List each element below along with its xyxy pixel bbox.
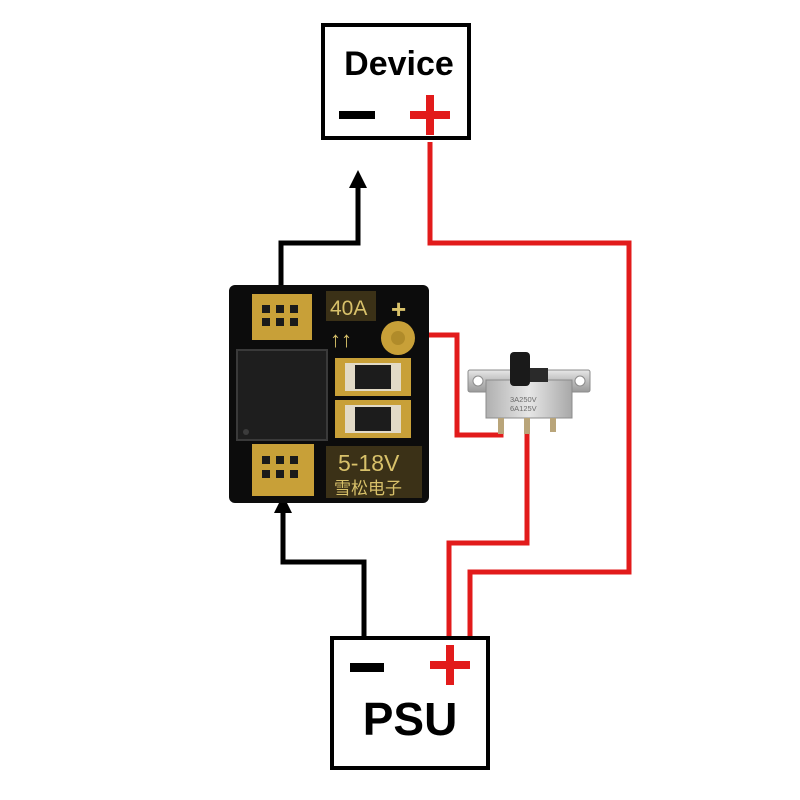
smd-component [335,400,411,438]
psu-box: PSU [330,636,490,770]
voltage-range: 5-18V [338,450,400,476]
positive-wire-device-to-psu [427,142,632,642]
negative-wire-psu-to-board [280,510,367,642]
negative-wires [278,185,367,642]
switch-rating-1: 3A250V [510,395,537,404]
switch-actuator [510,352,530,386]
top-pad [252,294,312,340]
pcb-plus-mark: + [391,294,406,324]
plus-icon [430,645,470,685]
plus-icon [410,95,450,135]
device-box: Device [321,23,471,140]
minus-icon [350,663,384,672]
current-rating: 40A [330,297,367,320]
arrow-up-icon [274,495,292,513]
maker-name: 雪松电子 [334,479,402,499]
device-label: Device [344,45,454,83]
smd-component [335,358,411,396]
bottom-pad [252,444,314,496]
arrow-up-icon [349,170,367,188]
pcb-module: 40A + ↑↑ [229,285,429,503]
slide-switch: 3A250V 6A125V [467,352,591,434]
minus-icon [339,111,375,119]
positive-wire-psu-to-switch [446,420,530,642]
pcb-arrows: ↑↑ [330,327,352,352]
psu-label: PSU [363,693,458,745]
switch-rating-2: 6A125V [510,404,537,413]
mosfet-chip [236,349,328,441]
negative-wire-board-to-device [278,185,361,305]
